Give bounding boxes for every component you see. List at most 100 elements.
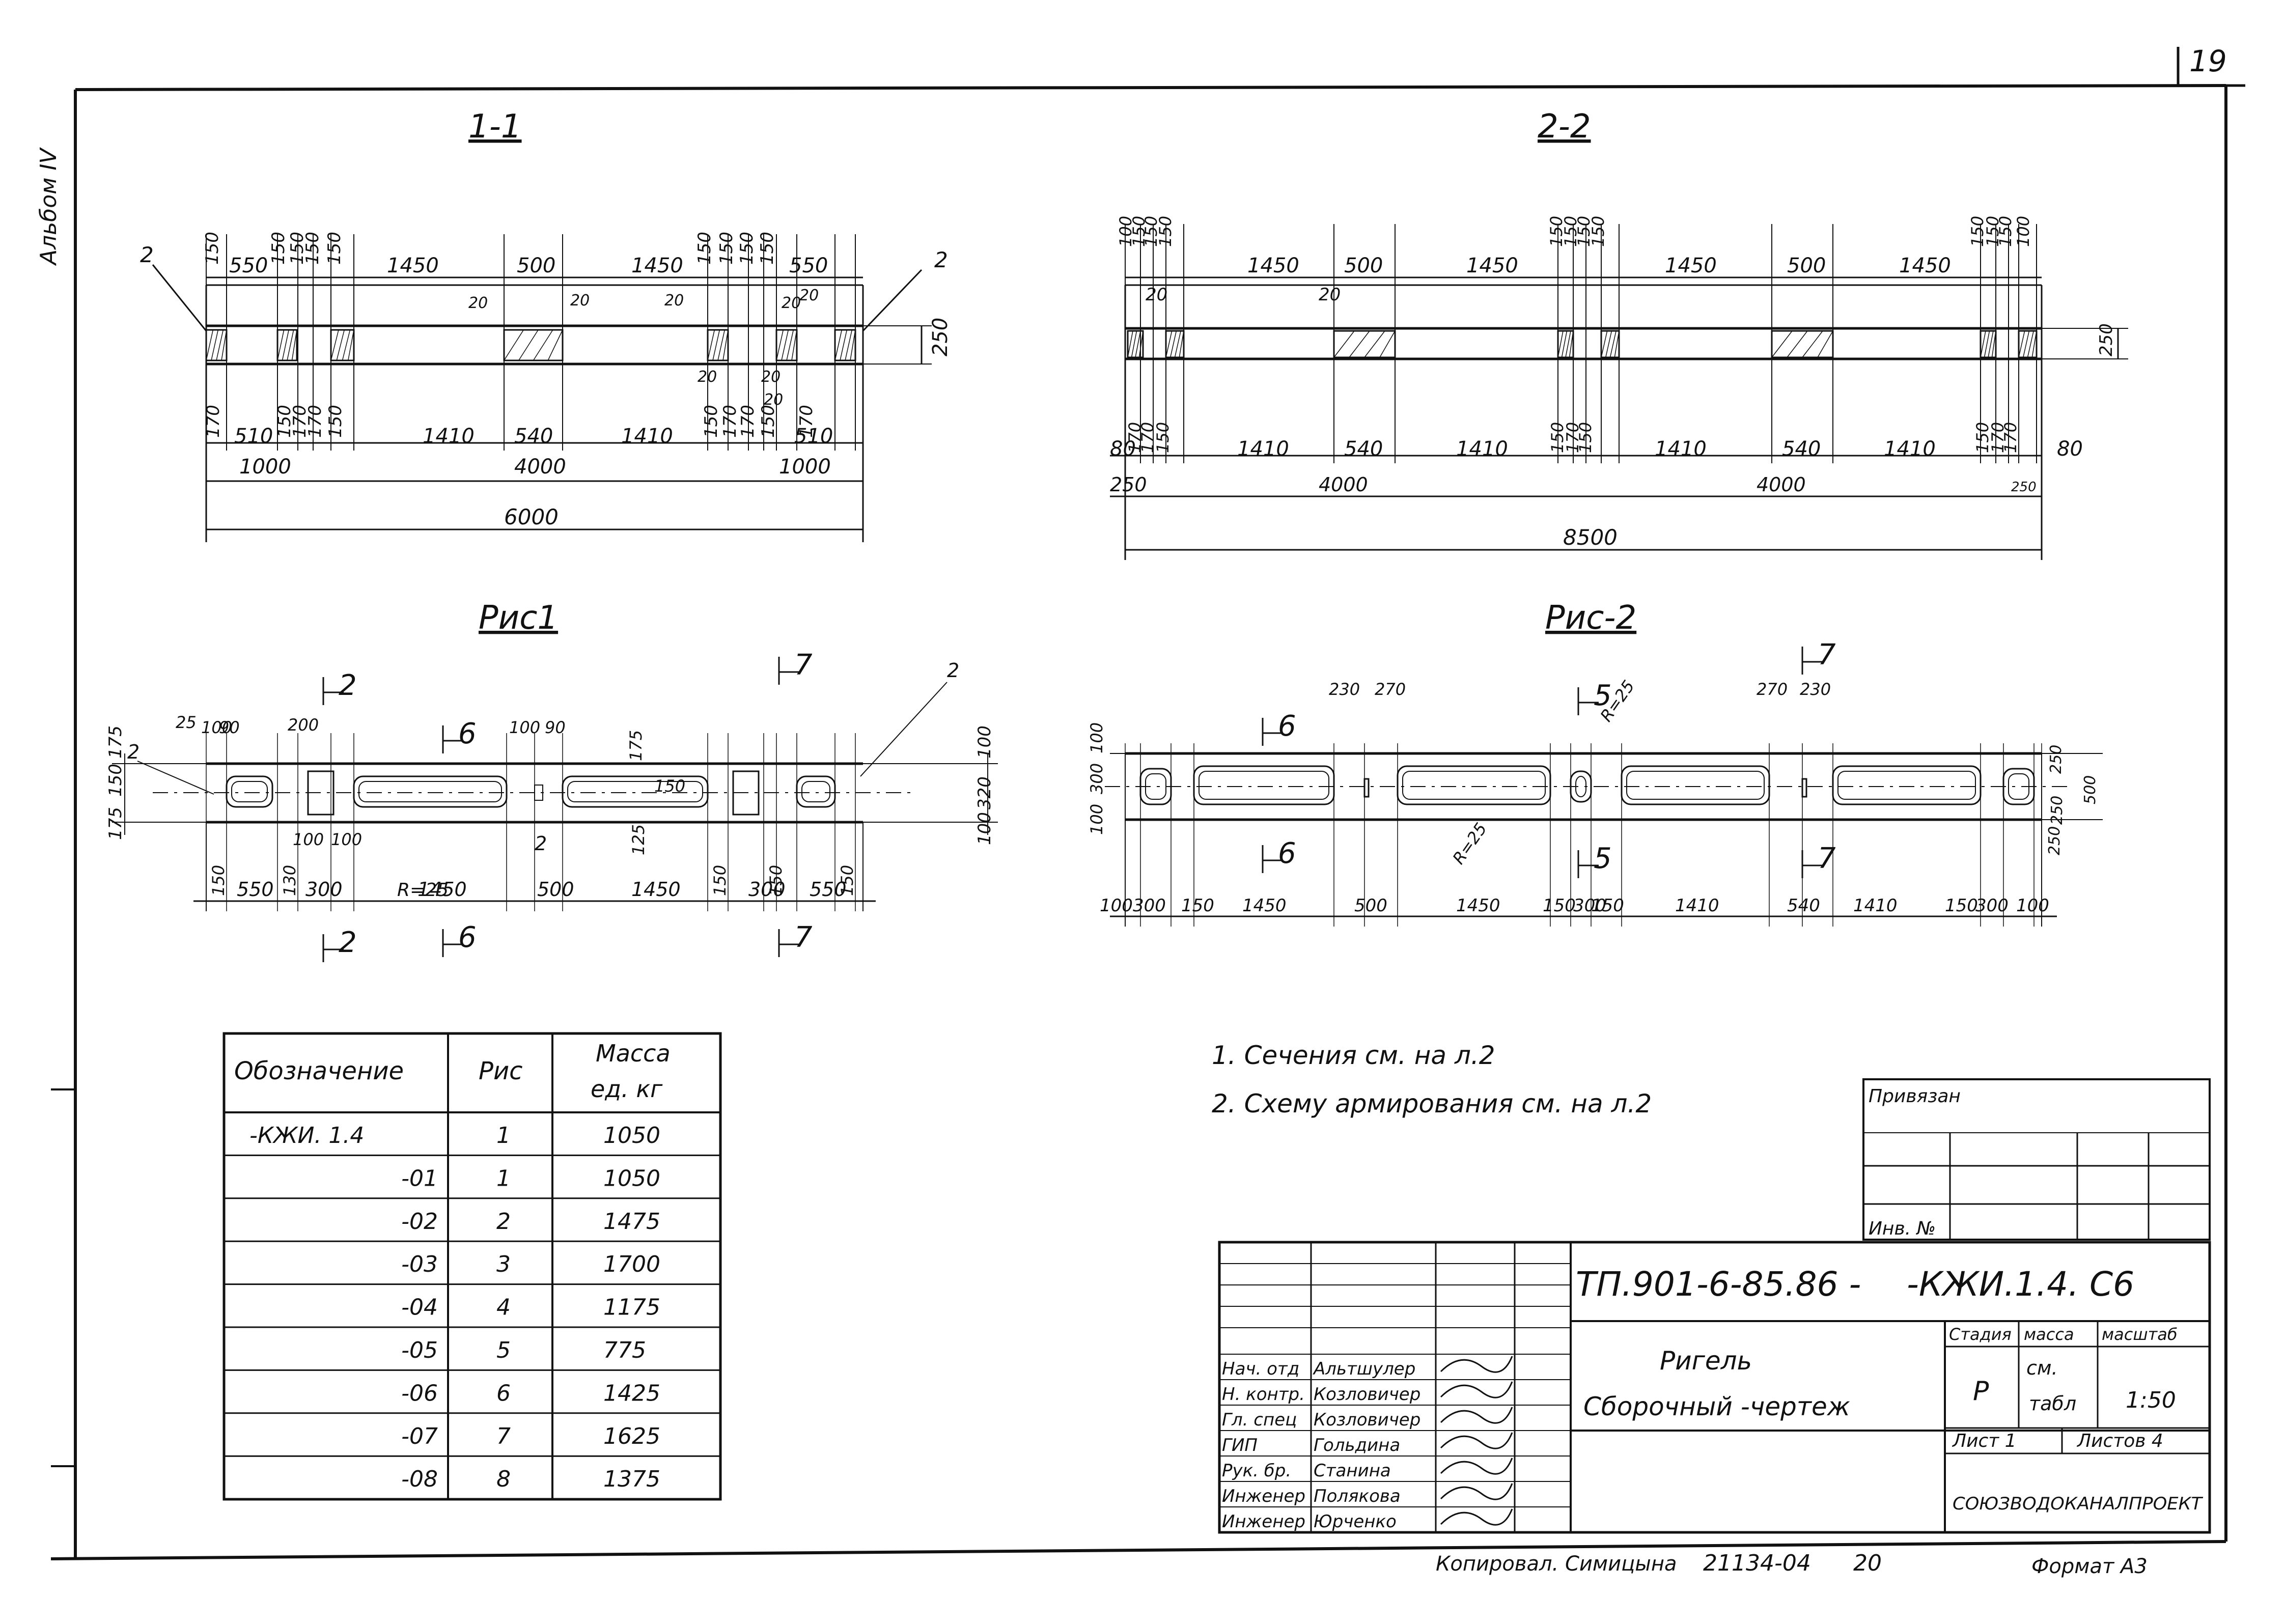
sec2-lower-vert-dim: 170 xyxy=(1125,422,1145,453)
sec2-mid-dim-1: 250 xyxy=(1110,473,1147,496)
dim-line xyxy=(1605,330,1612,358)
stamp-head-mass: масса xyxy=(2024,1325,2074,1344)
table-cell-fig: 5 xyxy=(496,1337,511,1363)
dim-line xyxy=(1984,330,1990,358)
sec1-lower-dim: 1410 xyxy=(621,425,673,448)
sec1-upper-vert-dim: 150 xyxy=(757,232,777,265)
stamp-sign-name: Альтшулер xyxy=(1313,1359,1415,1379)
sec1-block xyxy=(503,329,564,361)
table-cell-fig: 1 xyxy=(496,1123,511,1149)
section-2-2-extension-lines xyxy=(1125,224,2042,463)
sec2-upper-vert-dim: 150 xyxy=(1983,216,2002,247)
fig1-top-dim: 90 xyxy=(219,718,240,737)
fig1-cut-label: 2 xyxy=(339,669,357,702)
sec2-lower-vert-dim: 150 xyxy=(1973,422,1992,453)
dim-line xyxy=(712,329,720,361)
fig2-embed xyxy=(1801,778,1807,798)
stamp-sign-name: Козловичер xyxy=(1314,1410,1420,1430)
table-cell-designation: -06 xyxy=(401,1380,438,1406)
dim-line xyxy=(1609,330,1617,358)
dim-line xyxy=(2031,330,2037,358)
table-cell-mass: 1425 xyxy=(603,1380,660,1406)
fig2-opening-inner xyxy=(1626,771,1765,800)
fig1-bottom-dim: 1450 xyxy=(631,878,681,901)
sec2-height-dim: 250 xyxy=(2096,323,2116,356)
table-cell-designation: -04 xyxy=(401,1295,438,1321)
sec2-mid-dim-3: 4000 xyxy=(1757,473,1806,496)
fig1-cut-label: 7 xyxy=(794,649,813,682)
table-cell-mass: 1050 xyxy=(603,1123,660,1149)
dim-line xyxy=(850,329,856,361)
fig2-bottom-dim: 1450 xyxy=(1456,895,1500,916)
dim-line xyxy=(211,329,219,361)
fig2-bottom-dim: 1410 xyxy=(1853,895,1898,916)
table-cell-mass: 1625 xyxy=(603,1423,660,1449)
sec2-lower-dim: 1410 xyxy=(1237,437,1289,461)
dim-line xyxy=(1165,330,1173,358)
sec2-small-dim: 20 xyxy=(1146,285,1167,305)
fig2-bottom-dim: 1410 xyxy=(1675,895,1719,916)
table-cell-mass: 1700 xyxy=(603,1251,660,1277)
stamp-sign-role: Инженер xyxy=(1222,1486,1305,1506)
sec2-lower-vert-dim: 170 xyxy=(1988,422,2008,453)
stamp-list: Лист 1 xyxy=(1952,1431,2017,1451)
stamp-head-scale: масштаб xyxy=(2102,1325,2178,1344)
fig2-top-dim: 230 xyxy=(1329,680,1360,699)
fig1-bottom-dim: 300 xyxy=(305,878,343,901)
sec1-lower-vert-dim: 150 xyxy=(701,405,721,438)
signature-scribble xyxy=(1440,1356,1513,1373)
footer-format: Формат А3 xyxy=(2031,1555,2148,1578)
fig1-pos-2: 2 xyxy=(535,832,547,855)
fig1-cut-label: 2 xyxy=(339,926,357,959)
dim-line xyxy=(1333,330,1355,358)
sec2-lower-vert-dim: 150 xyxy=(1548,422,1567,453)
fig2-top-dim: 230 xyxy=(1800,680,1831,699)
section-1-1-extension-lines xyxy=(206,234,863,451)
fig1-bottom-dim: 500 xyxy=(537,878,574,901)
figure-1-title: Рис1 xyxy=(479,599,558,637)
fig1-opening-inner xyxy=(358,781,502,802)
dim-line xyxy=(1127,330,1133,358)
stamp-sign-name: Гольдина xyxy=(1314,1435,1400,1455)
fig1-top-dim: 100 xyxy=(201,718,232,737)
fig1-pos-1: 2 xyxy=(127,741,140,763)
fig1-right-dim: 100 xyxy=(974,812,995,845)
fig2-bottom-dim: 150 xyxy=(1591,895,1624,916)
table-cell-fig: 8 xyxy=(496,1466,511,1492)
sec1-mid-dim-2: 4000 xyxy=(514,455,566,479)
fig1-bottom-vert-dim: 150 xyxy=(766,865,786,896)
sec2-upper-dim: 1450 xyxy=(1899,254,1951,277)
fig1-right-dim: 100 xyxy=(974,725,995,759)
fig1-left-dim: 175 xyxy=(105,807,126,840)
table-cell-fig: 2 xyxy=(496,1209,511,1235)
sec1-small-dim: 20 xyxy=(761,368,781,386)
dim-line xyxy=(1170,330,1177,358)
stamp-sign-role: Инженер xyxy=(1222,1511,1305,1532)
sec1-lower-vert-dim: 170 xyxy=(720,405,740,438)
sec1-upper-vert-dim: 150 xyxy=(202,232,222,265)
table-header-mass-unit: ед. кг xyxy=(591,1075,663,1103)
stamp-privyazan: Привязан xyxy=(1869,1086,1961,1107)
fig1-top-dim: 90 xyxy=(545,718,566,737)
dim-line xyxy=(206,329,214,361)
sec2-upper-vert-dim: 150 xyxy=(1129,216,1149,247)
sec2-upper-dim: 1450 xyxy=(1665,254,1717,277)
stamp-stage: Р xyxy=(1973,1376,1989,1407)
dim-line xyxy=(1601,330,1608,358)
fig2-bottom-dim: 300 xyxy=(1975,895,2009,916)
stamp-sign-role: Нач. отд xyxy=(1222,1359,1299,1379)
stamp-head-stage: Стадия xyxy=(1949,1325,2012,1344)
sec2-upper-vert-dim: 150 xyxy=(1141,216,1161,247)
sec1-small-dim: 20 xyxy=(799,287,819,304)
stamp-sign-name: Полякова xyxy=(1314,1486,1401,1506)
sec1-small-dim: 20 xyxy=(782,294,801,312)
dim-line xyxy=(348,329,354,361)
fig2-cut-label: 5 xyxy=(1594,679,1612,712)
fig2-opening-inner xyxy=(1837,771,1976,800)
sec1-lower-dim: 1410 xyxy=(423,425,475,448)
table-cell-mass: 1050 xyxy=(603,1165,660,1191)
table-cell-designation: -01 xyxy=(401,1165,438,1191)
sec2-upper-dim: 500 xyxy=(1344,254,1383,277)
table-cell-fig: 6 xyxy=(496,1380,511,1406)
